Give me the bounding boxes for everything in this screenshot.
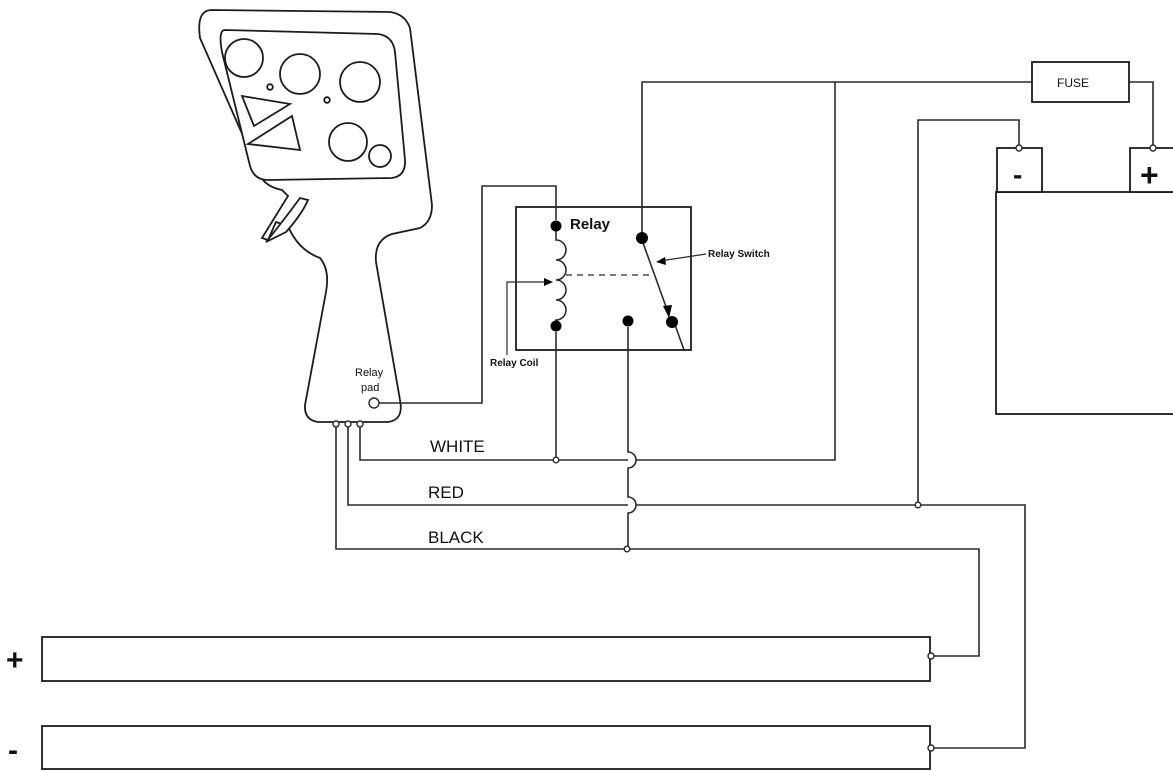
button-top-middle xyxy=(279,53,321,95)
relay-pad-label-line2: pad xyxy=(361,382,379,394)
fuse-label: FUSE xyxy=(1057,76,1089,90)
wire-relay-pad-to-coil xyxy=(379,185,557,404)
battery-minus-node xyxy=(1015,144,1023,152)
button-top-left xyxy=(224,38,264,78)
relay-switch-pointer xyxy=(659,253,707,262)
battery-body xyxy=(995,191,1173,415)
relay-coil-bottom-terminal xyxy=(550,320,562,332)
battery-plus-node xyxy=(1149,144,1157,152)
relay-switch-label: Relay Switch xyxy=(708,249,770,260)
trigger xyxy=(265,196,310,243)
wire-black xyxy=(335,427,980,657)
white-wire-label: WHITE xyxy=(430,437,485,456)
wire-red xyxy=(347,427,1026,749)
relay-switch-pointer-head xyxy=(656,257,666,265)
hand-controller xyxy=(198,9,433,428)
red-wire-exit xyxy=(344,420,352,428)
indicator-dot-right xyxy=(323,96,331,104)
relay-nc-terminal xyxy=(622,315,634,327)
relay-pad-label-line1: Relay xyxy=(355,367,384,379)
white-coil-junction xyxy=(552,456,560,464)
relay-box xyxy=(515,206,692,351)
wiring: WHITE RED BLACK xyxy=(335,81,1157,749)
battery-plus-sign: + xyxy=(1140,157,1159,193)
relay-coil xyxy=(555,226,567,326)
button-top-right xyxy=(339,61,381,103)
black-wire-label: BLACK xyxy=(428,528,484,547)
red-battery-junction xyxy=(914,501,922,509)
relay-switch-arm xyxy=(641,239,670,316)
relay-switch-arrowhead xyxy=(663,305,672,318)
wire-fuse-to-battery-plus xyxy=(1129,81,1154,148)
battery-negative-terminal xyxy=(996,147,1043,193)
rails: + - xyxy=(6,636,935,770)
relay-coil-pointer xyxy=(506,281,550,355)
fuse: FUSE xyxy=(1031,61,1130,103)
indicator-dot-left xyxy=(266,83,274,91)
annotations: Relay Switch Relay Coil Relay pad xyxy=(355,249,770,394)
relay-pad-contact xyxy=(368,397,380,409)
relay-coil-label: Relay Coil xyxy=(490,358,539,369)
relay-no-terminal xyxy=(666,316,678,328)
black-wire-exit xyxy=(332,420,340,428)
relay-common-terminal xyxy=(636,232,648,244)
relay-title: Relay xyxy=(570,216,611,233)
button-bottom-right xyxy=(328,122,368,162)
button-small xyxy=(368,144,392,168)
relay-coil-top-terminal xyxy=(550,220,562,232)
positive-rail xyxy=(41,636,931,682)
wire-relay-to-fuse xyxy=(641,81,1032,232)
positive-rail-sign: + xyxy=(6,644,24,677)
relay: Relay xyxy=(515,206,692,351)
positive-rail-connection xyxy=(927,652,935,660)
red-wire-label: RED xyxy=(428,483,464,502)
black-relay-junction xyxy=(623,545,631,553)
battery: - + xyxy=(995,147,1173,415)
battery-minus-sign: - xyxy=(1013,159,1022,190)
arrow-up-icon xyxy=(240,94,293,128)
wire-white xyxy=(359,82,836,461)
wire-battery-minus xyxy=(917,119,1020,505)
relay-coil-pointer-head xyxy=(544,278,553,286)
negative-rail-sign: - xyxy=(8,734,18,767)
wire-relay-to-black xyxy=(627,327,637,549)
arrow-down-icon xyxy=(245,114,302,152)
negative-rail-connection xyxy=(927,744,935,752)
negative-rail xyxy=(41,725,931,770)
white-wire-exit xyxy=(356,420,364,428)
